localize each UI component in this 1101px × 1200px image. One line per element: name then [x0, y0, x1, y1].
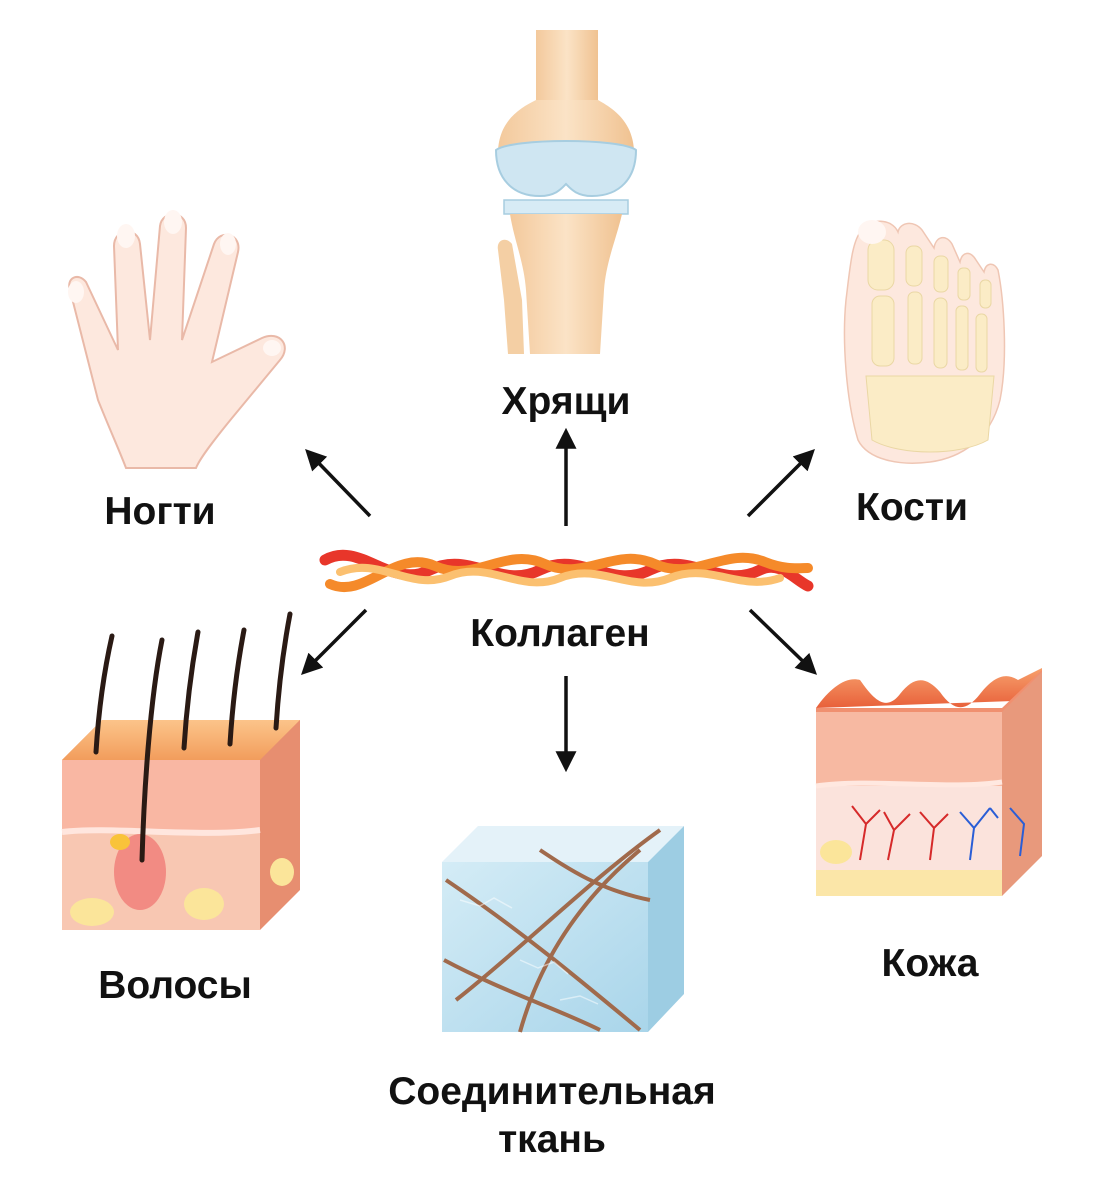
hand-illustration [68, 210, 286, 469]
arrow-to-hair [301, 608, 368, 675]
label-bones: Кости [856, 486, 968, 529]
knee-illustration [494, 30, 638, 354]
label-cartilage: Хрящи [501, 380, 631, 423]
connective-tissue-cube [442, 826, 684, 1033]
hair-skin-illustration [61, 611, 300, 930]
arrow-to-nails [305, 448, 372, 518]
label-nails: Ногти [104, 490, 216, 533]
label-connective-tissue: Соединительная ткань [388, 1070, 716, 1161]
label-hair: Волосы [98, 964, 252, 1007]
label-collagen: Коллаген [470, 612, 650, 655]
arrow-to-bones [746, 449, 815, 518]
label-skin: Кожа [881, 942, 979, 985]
skin-illustration [815, 668, 1042, 896]
arrow-to-skin [748, 608, 818, 675]
foot-illustration [843, 220, 1006, 464]
collagen-strand [319, 549, 814, 592]
